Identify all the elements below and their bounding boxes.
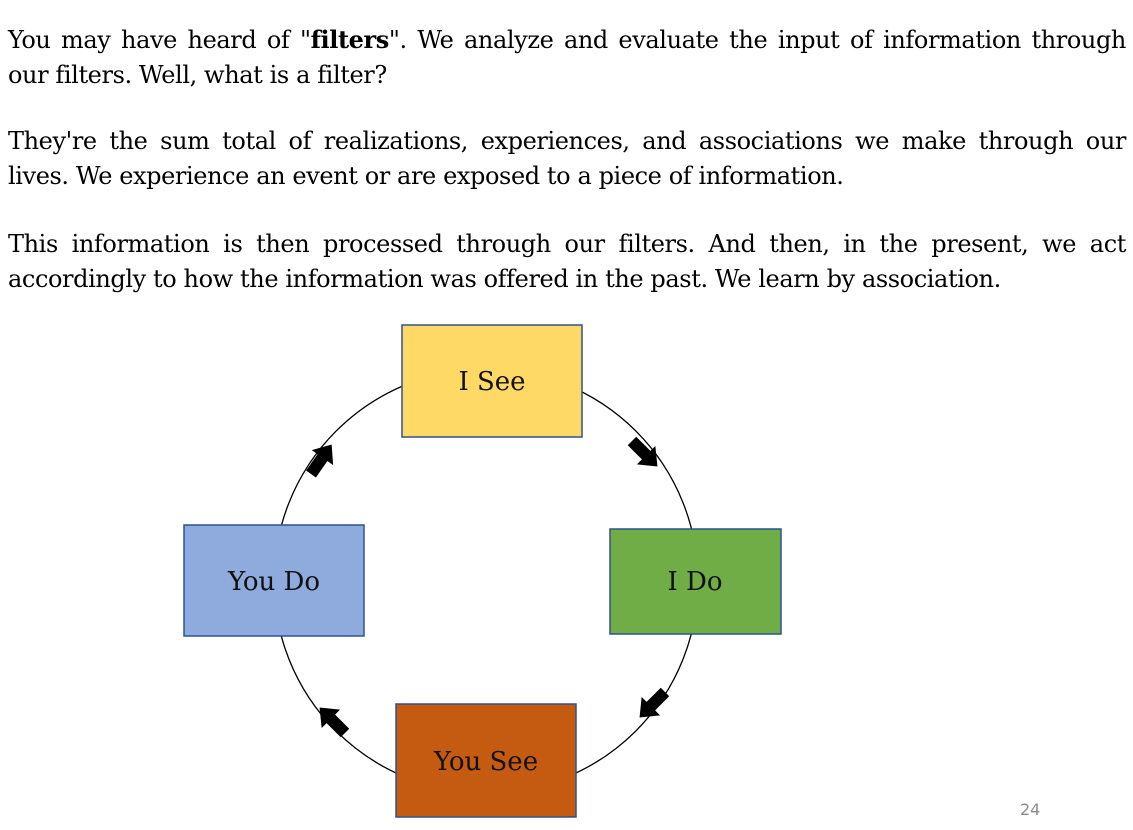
page-number: 24: [1020, 800, 1041, 819]
node-i-see-label: I See: [458, 367, 525, 397]
node-you-see-box: [395, 703, 577, 818]
arrow-i-see-to-i-do: [627, 436, 658, 467]
node-you-do-label: You Do: [227, 567, 320, 597]
node-i-see: I See: [401, 324, 583, 438]
paragraph-1-before: You may have heard of ": [8, 26, 311, 54]
paragraph-association: This information is then processed throu…: [8, 230, 1126, 293]
node-i-do: I Do: [609, 528, 782, 635]
paragraph-filter-definition: They're the sum total of realizations, e…: [8, 127, 1126, 190]
node-you-do-box: [183, 524, 365, 637]
paragraph-filters-intro: You may have heard of "filters". We anal…: [8, 22, 1126, 93]
node-i-see-box: [401, 324, 583, 438]
node-you-see-label: You See: [433, 747, 538, 777]
node-i-do-label: I Do: [667, 567, 722, 597]
node-you-do: You Do: [183, 524, 365, 637]
node-you-see: You See: [395, 703, 577, 818]
node-i-do-box: [609, 528, 782, 635]
paragraph-1-after: ". We analyze and evaluate the input of …: [8, 26, 1126, 89]
arrow-you-do-to-i-see: [306, 444, 334, 478]
arrow-i-do-to-you-see: [639, 687, 670, 718]
keyword-filters: filters: [310, 25, 390, 54]
arrow-you-see-to-you-do: [319, 707, 350, 738]
cycle-arrows: [306, 436, 670, 738]
